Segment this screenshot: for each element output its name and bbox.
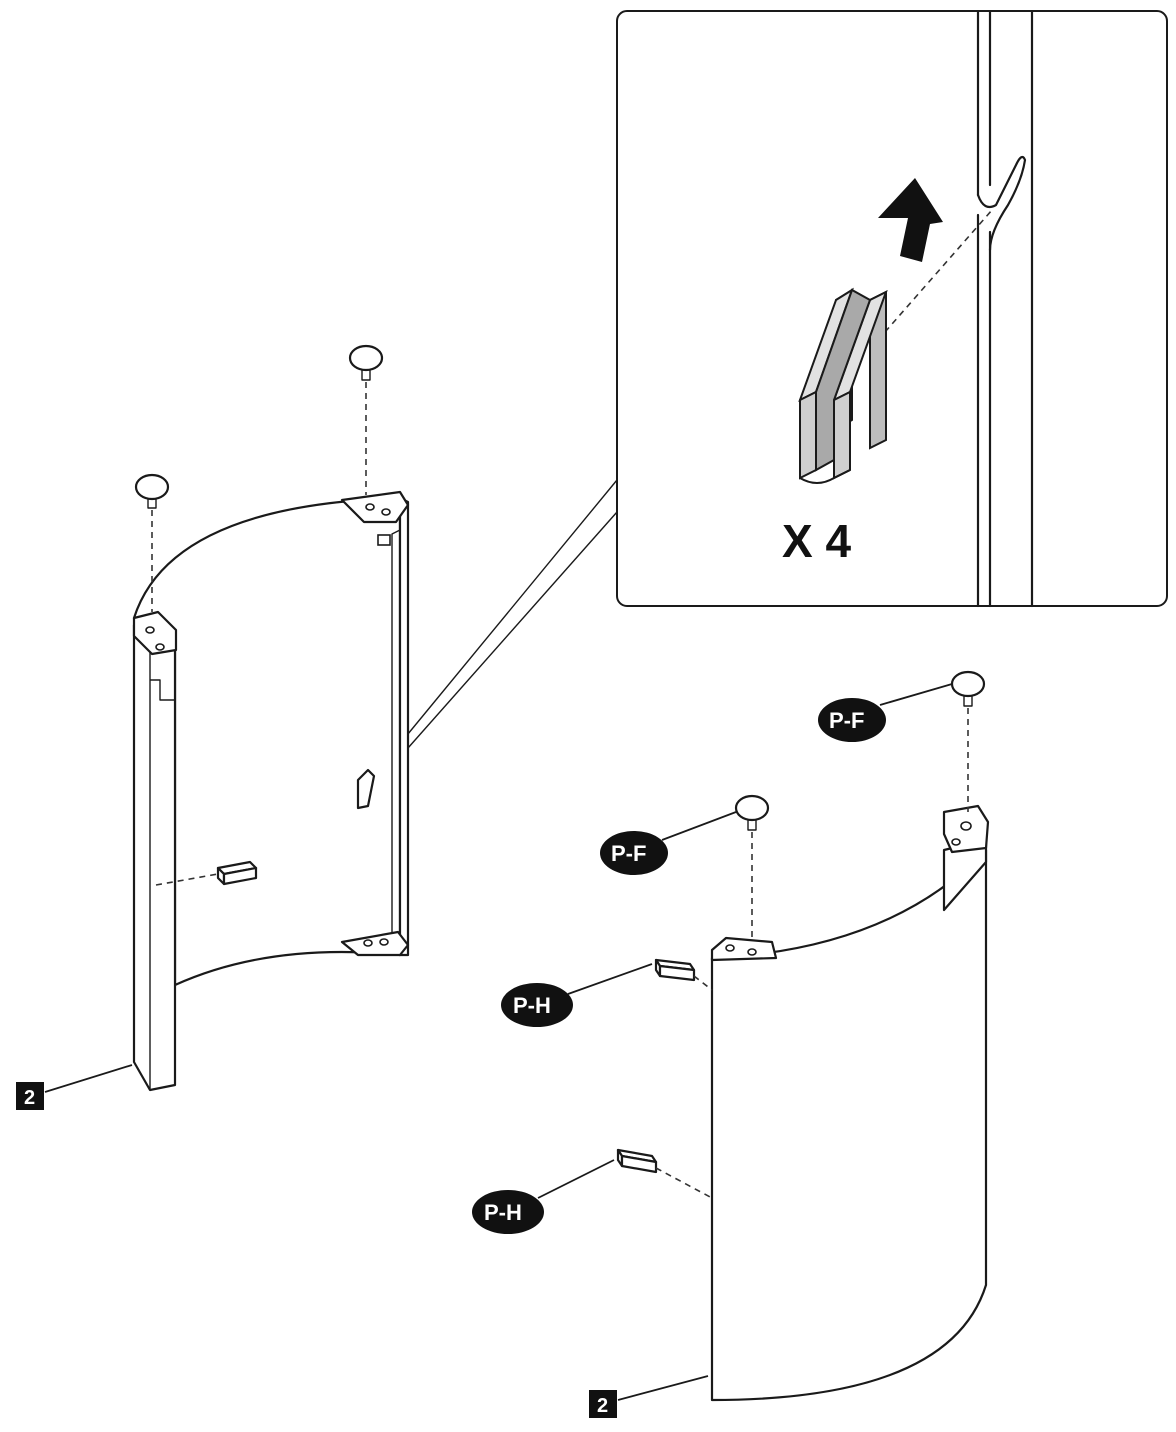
hanger-clip-part xyxy=(216,860,258,886)
up-arrow-icon xyxy=(878,178,943,262)
left-post xyxy=(132,618,177,1092)
right-top-left-bracket xyxy=(710,936,778,962)
zoom-connector-lower xyxy=(407,511,618,749)
pin-icon xyxy=(134,473,170,509)
right-curved-panel xyxy=(710,848,988,1402)
callout-pf-label: P-F xyxy=(829,708,864,733)
pin-icon xyxy=(950,670,986,707)
left-top-right-bracket xyxy=(340,490,410,524)
part-number-badge xyxy=(589,1390,617,1418)
callout-ph-label: P-H xyxy=(513,993,551,1018)
callout-pf-badge xyxy=(600,831,668,875)
left-panel-right-rail xyxy=(398,496,410,957)
part-number-label: 2 xyxy=(597,1395,608,1417)
callout-ph-badge xyxy=(472,1190,544,1234)
zoom-connector-upper xyxy=(402,479,618,741)
hanger-clip-part xyxy=(616,1148,658,1174)
callout-ph-badge xyxy=(501,983,573,1027)
pin-icon xyxy=(734,794,770,831)
callout-pf-badge xyxy=(818,698,886,742)
frame-rail xyxy=(976,10,1034,608)
insert-guide-line xyxy=(884,209,993,333)
detail-inset: X 4 xyxy=(402,10,1168,749)
u-clip-part xyxy=(798,287,888,484)
hook-slot xyxy=(976,155,1027,252)
left-top-bracket xyxy=(132,610,178,656)
callout-pf-label: P-F xyxy=(611,841,646,866)
pin-icon xyxy=(348,344,384,381)
left-panel-assembly: 2 xyxy=(16,344,410,1110)
detail-frame xyxy=(616,10,1168,607)
left-bottom-bracket xyxy=(340,930,410,957)
callout-ph-label: P-H xyxy=(484,1200,522,1225)
part-number-label: 2 xyxy=(24,1087,35,1109)
right-panel-assembly: P-F P-F P-H P-H 2 xyxy=(472,670,990,1418)
left-rail-clip xyxy=(356,768,376,810)
quantity-label: X 4 xyxy=(782,515,851,567)
part-number-badge xyxy=(16,1082,44,1110)
hanger-clip-part xyxy=(654,958,696,982)
